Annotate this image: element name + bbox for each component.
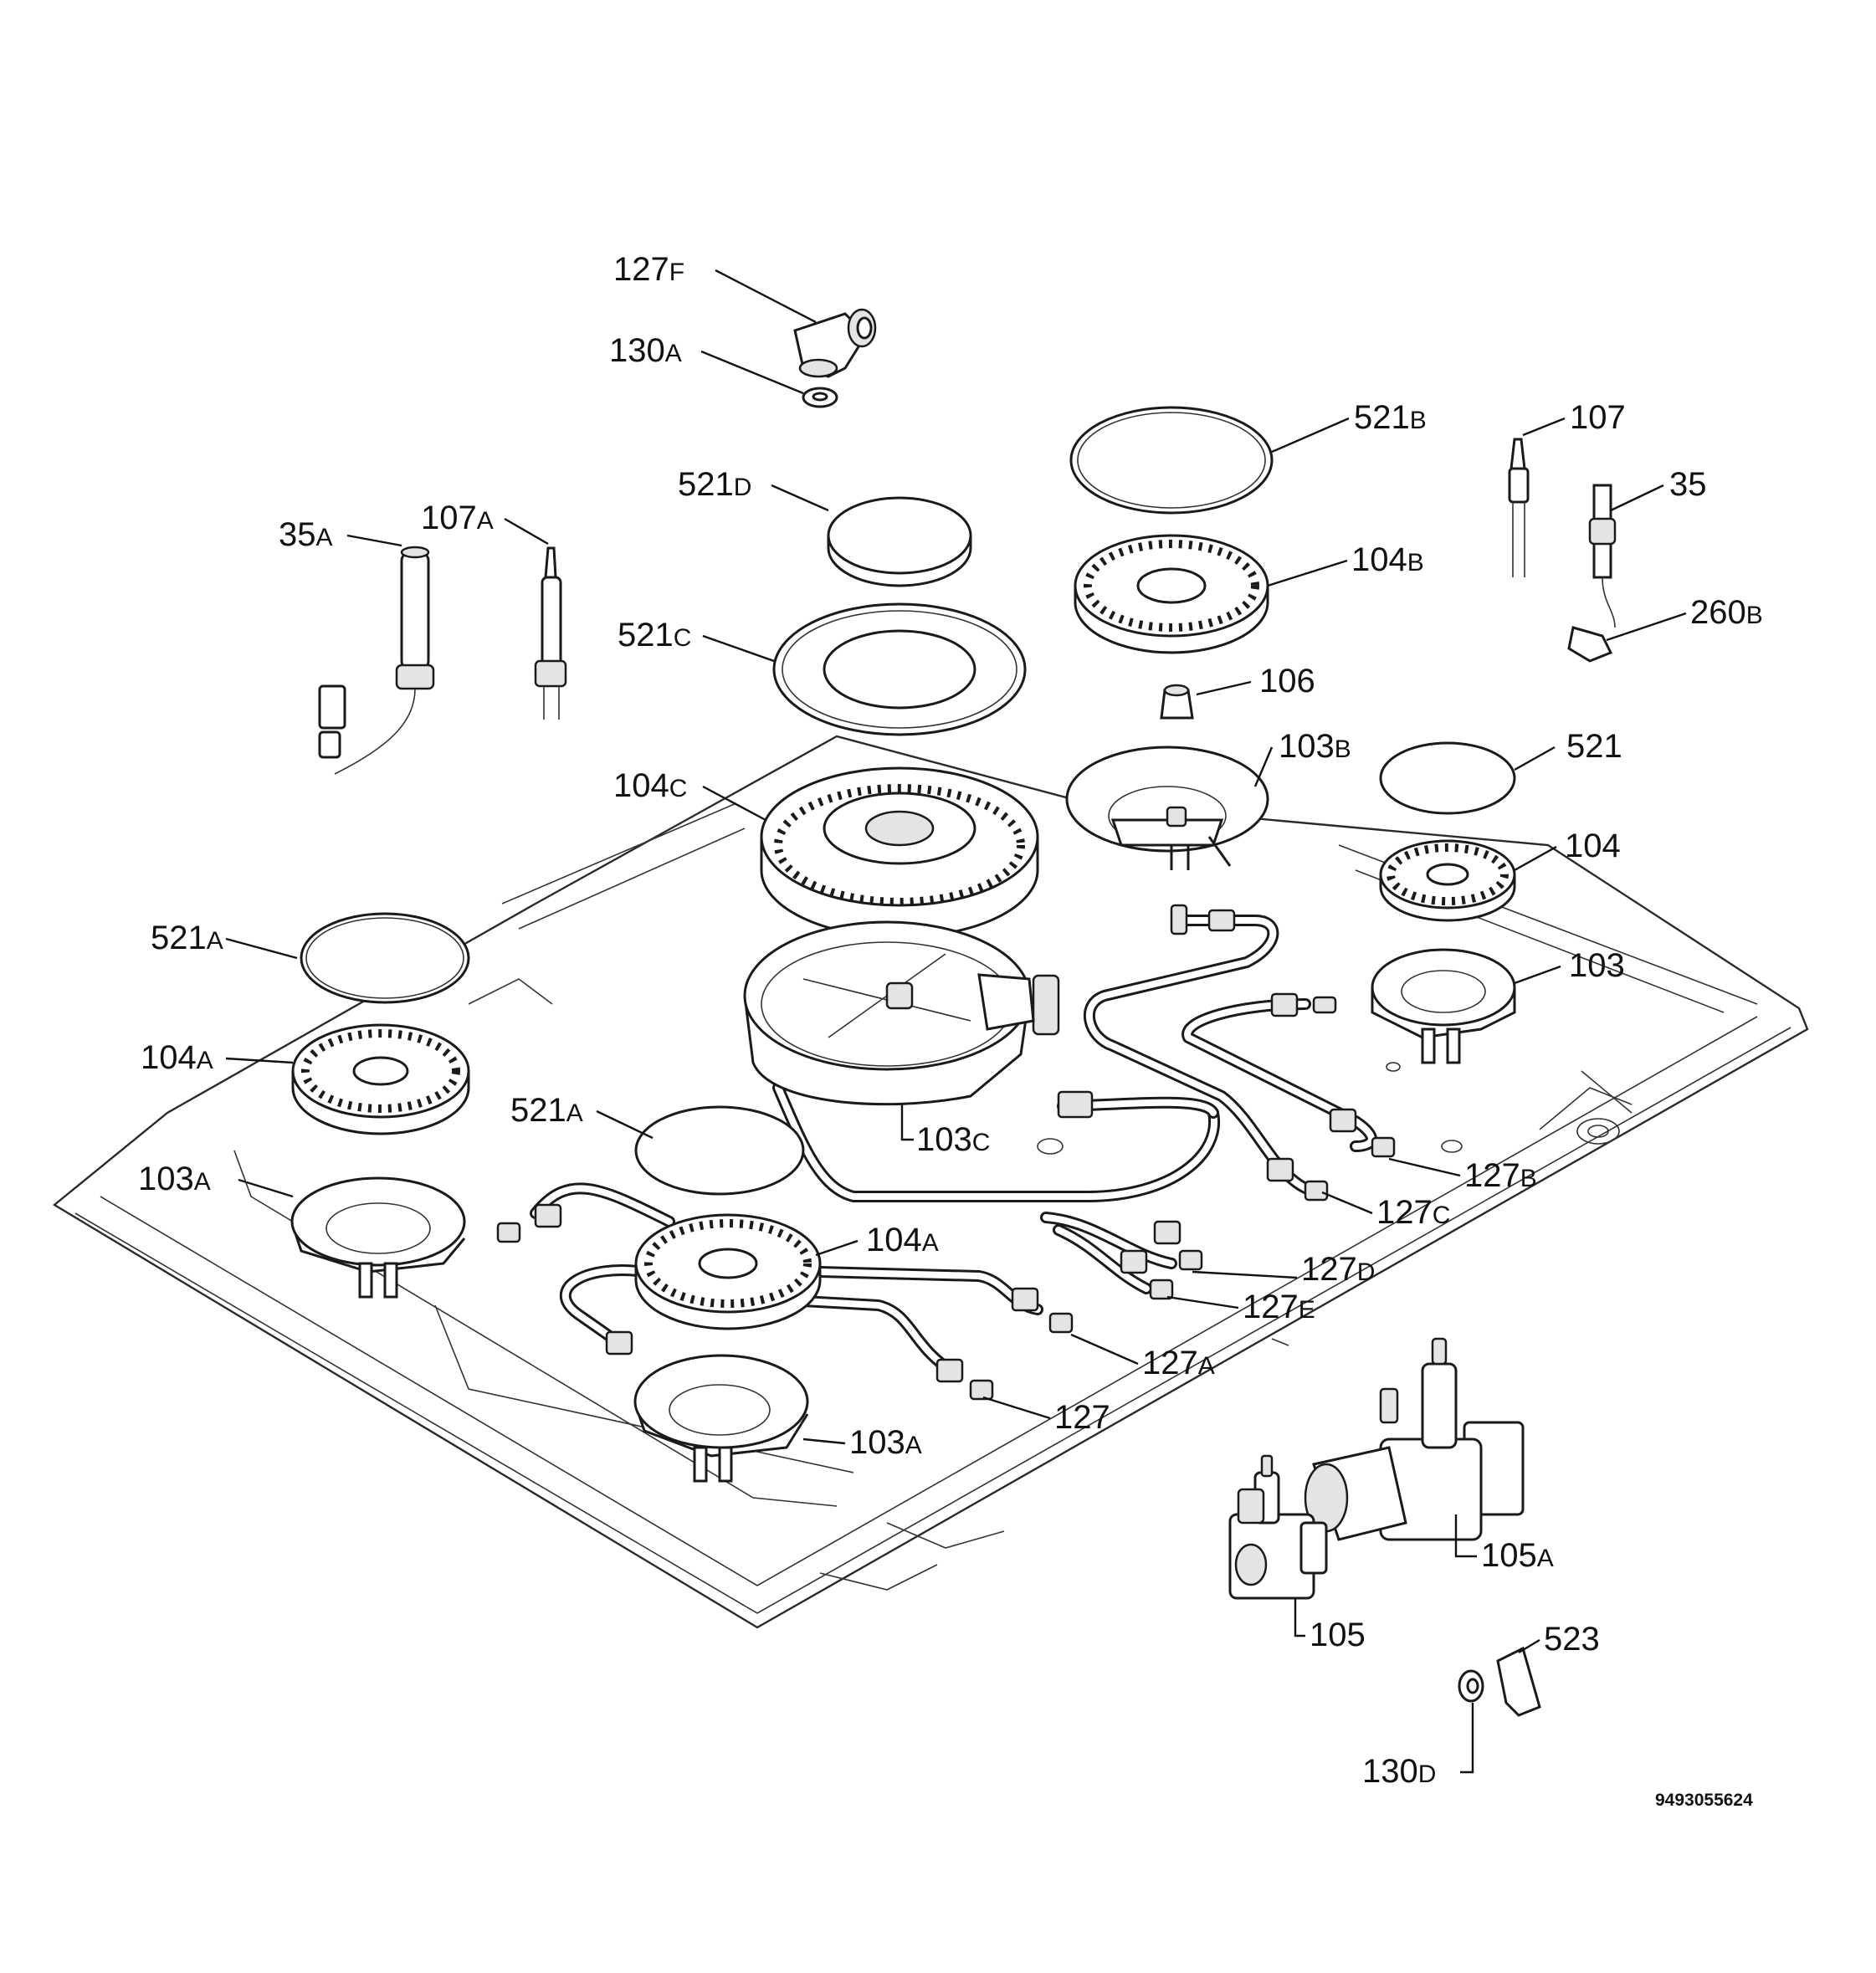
burner-cap-ring-521b — [1069, 406, 1274, 515]
callout-130d: 130D — [1362, 1753, 1436, 1790]
burner-crown-104 — [1379, 839, 1516, 922]
thermocouple-107 — [1508, 438, 1530, 577]
callout-521a-mid: 521A — [510, 1092, 583, 1129]
callout-105a: 105A — [1481, 1537, 1554, 1574]
clip-260b — [1567, 626, 1613, 663]
burner-cap-521 — [1379, 741, 1516, 815]
elbow-fitting-127f — [793, 308, 877, 378]
callout-521d: 521D — [678, 466, 751, 503]
gas-tap-105 — [1228, 1454, 1328, 1600]
callout-104a-left: 104A — [141, 1039, 213, 1076]
burner-cap-521a-left — [300, 912, 470, 1004]
callout-130a: 130A — [609, 332, 682, 369]
callout-103a-mid: 103A — [849, 1424, 922, 1461]
callout-104b: 104B — [1351, 541, 1424, 578]
callout-127c: 127C — [1376, 1194, 1450, 1231]
callout-labels: 127F 130A 521B 107 35 260B 521D 35A 107A… — [138, 251, 1763, 1790]
burner-crown-104a-mid — [634, 1213, 822, 1330]
burner-cap-521a-mid — [634, 1105, 805, 1196]
pipe-fittings — [496, 904, 1396, 1401]
gas-tap-105a — [1304, 1337, 1525, 1541]
callout-521a-left: 521A — [151, 920, 223, 956]
burner-ring-521c — [772, 602, 1027, 736]
callout-127a: 127A — [1142, 1345, 1215, 1381]
callout-106: 106 — [1259, 663, 1315, 700]
callout-521: 521 — [1566, 728, 1622, 765]
callout-107a: 107A — [421, 500, 494, 536]
burner-base-103b — [1065, 746, 1269, 870]
burner-base-103a-left — [290, 1176, 466, 1299]
callout-127: 127 — [1054, 1399, 1110, 1436]
callout-104a-mid: 104A — [866, 1222, 939, 1258]
burner-base-103 — [1371, 948, 1516, 1064]
callout-103c: 103C — [916, 1121, 990, 1158]
burner-crown-104b — [1074, 534, 1269, 654]
burner-cap-521d — [827, 496, 972, 587]
callout-127f: 127F — [613, 251, 684, 288]
callout-104c: 104C — [613, 767, 687, 804]
callout-523: 523 — [1544, 1621, 1600, 1658]
callout-127b: 127B — [1464, 1157, 1537, 1194]
clip-523 — [1496, 1646, 1541, 1717]
callout-35a: 35A — [279, 516, 333, 553]
callout-35: 35 — [1669, 466, 1707, 503]
callout-521b: 521B — [1354, 399, 1427, 436]
callout-521c: 521C — [618, 617, 691, 653]
burner-crown-104c — [760, 766, 1039, 939]
burner-crown-104a-left — [291, 1023, 470, 1135]
thermocouple-107a — [534, 546, 567, 720]
callout-107: 107 — [1570, 399, 1626, 436]
washer-130a — [802, 387, 838, 408]
injector-106 — [1160, 684, 1194, 720]
ignition-electrode-35 — [1588, 484, 1617, 628]
ignition-electrode-35a — [318, 546, 435, 775]
callout-127e: 127E — [1243, 1289, 1315, 1325]
washer-130d — [1458, 1669, 1484, 1703]
callout-127d: 127D — [1301, 1251, 1375, 1288]
leader-lines — [225, 269, 1687, 1774]
burner-base-103c — [743, 920, 1035, 1106]
document-number: 9493055624 — [1655, 1791, 1753, 1810]
callout-103b: 103B — [1279, 728, 1351, 765]
callout-105: 105 — [1310, 1617, 1366, 1653]
callout-103: 103 — [1569, 947, 1625, 984]
burner-base-103a-mid — [633, 1354, 809, 1483]
callout-103a-left: 103A — [138, 1161, 211, 1197]
callout-260b: 260B — [1690, 594, 1763, 631]
callout-104: 104 — [1565, 828, 1621, 864]
